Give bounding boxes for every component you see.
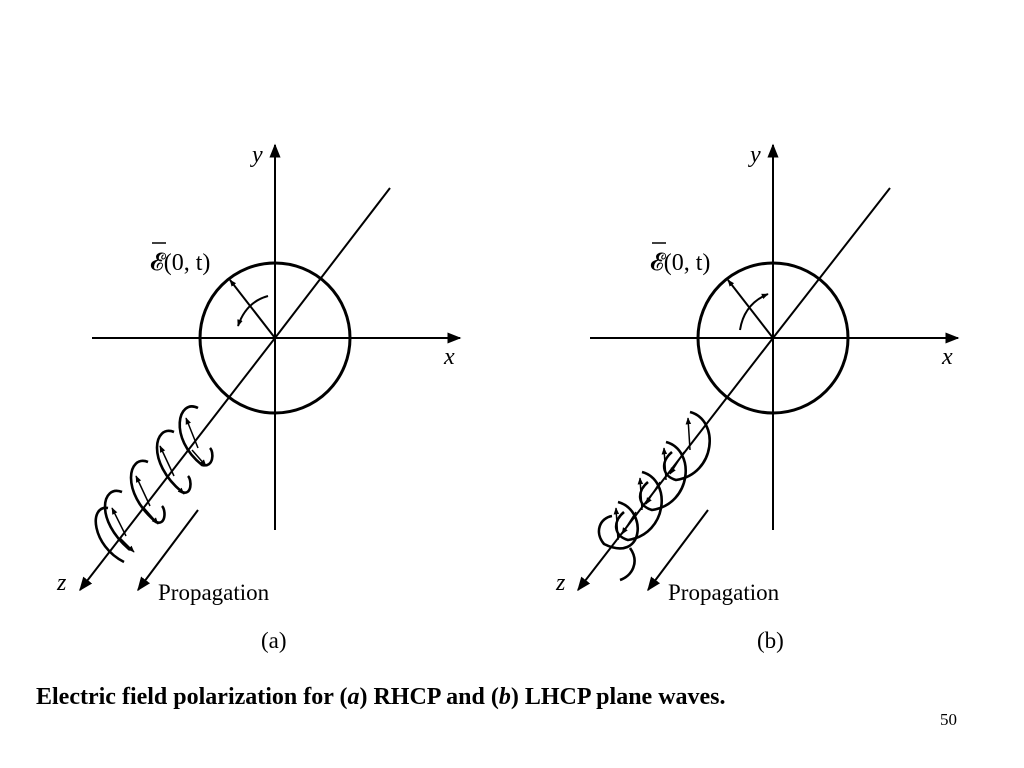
helix-vector xyxy=(111,507,127,537)
caption-middle: ) RHCP and ( xyxy=(359,684,499,710)
field-symbol: 𝓔 xyxy=(650,250,667,276)
propagation-arrow xyxy=(647,509,709,592)
helix xyxy=(597,410,711,582)
helix-vector xyxy=(167,477,185,495)
helix-vector xyxy=(191,449,207,467)
helix-vector xyxy=(621,511,637,535)
helix-vector xyxy=(645,481,661,505)
polarization-diagram: y x z 𝓔(0, t) Propagation (a) xyxy=(56,142,960,653)
propagation-label: Propagation xyxy=(158,580,270,605)
helix-vector xyxy=(159,445,175,477)
field-label: 𝓔(0, t) xyxy=(150,250,210,276)
panel-label: (a) xyxy=(261,628,287,653)
field-label: 𝓔(0, t) xyxy=(650,250,710,276)
field-vector xyxy=(229,279,276,339)
rotation-arrow xyxy=(237,295,269,327)
caption-suffix: ) LHCP plane waves. xyxy=(510,684,726,710)
helix-vector xyxy=(637,477,644,511)
helix xyxy=(94,405,214,564)
propagation-arrow xyxy=(137,509,199,592)
field-vector xyxy=(727,279,774,339)
polarization-circle xyxy=(198,261,352,415)
field-args: (0, t) xyxy=(164,250,211,276)
panel-a: y x z 𝓔(0, t) Propagation (a) xyxy=(56,142,462,653)
y-axis-label: y xyxy=(748,142,761,168)
helix-loop xyxy=(619,547,636,582)
slide-number: 50 xyxy=(940,710,957,729)
helix-vector xyxy=(669,451,685,475)
helix-loop xyxy=(94,506,125,564)
z-axis xyxy=(79,337,276,592)
caption-b-letter: b xyxy=(498,684,511,710)
panel-b: y x z 𝓔(0, t) Propagation (b) xyxy=(555,142,960,653)
y-axis-label: y xyxy=(250,142,263,168)
x-axis-label: x xyxy=(941,344,953,370)
helix-vector xyxy=(613,507,620,541)
z-axis-upper xyxy=(772,187,891,339)
rotation-arrow xyxy=(739,293,769,331)
field-args: (0, t) xyxy=(664,250,711,276)
helix-vector xyxy=(143,507,159,525)
helix-vector xyxy=(185,417,199,449)
z-axis-label: z xyxy=(555,570,566,596)
figure-caption: Electric field polarization for (a) RHCP… xyxy=(36,684,726,711)
helix-loop xyxy=(178,405,214,467)
field-symbol: 𝓔 xyxy=(150,250,167,276)
helix-vector xyxy=(119,537,135,553)
helix-loop xyxy=(597,500,639,550)
panel-label: (b) xyxy=(757,628,784,653)
caption-a-letter: a xyxy=(347,684,360,710)
x-axis-label: x xyxy=(443,344,455,370)
helix-vector xyxy=(661,447,668,481)
z-axis-label: z xyxy=(56,570,67,596)
helix-field-vectors xyxy=(111,417,207,553)
helix-vector xyxy=(685,417,692,451)
propagation-label: Propagation xyxy=(668,580,780,605)
helix-field-vectors xyxy=(613,417,692,541)
helix-vector xyxy=(135,475,151,507)
polarization-circle xyxy=(696,261,850,415)
z-axis-upper xyxy=(274,187,391,339)
caption-prefix: Electric field polarization for ( xyxy=(36,684,348,710)
